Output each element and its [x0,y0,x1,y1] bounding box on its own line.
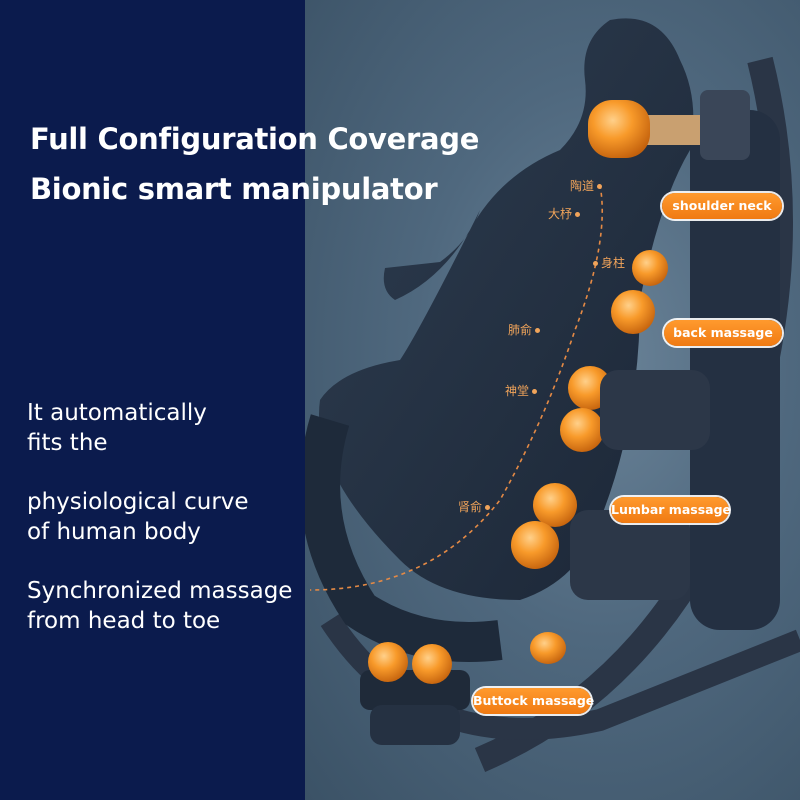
description-line: Synchronized massage [27,578,293,604]
acupoint-shenshu: 肾俞 [458,498,493,515]
acupoint-dot [535,328,541,333]
lumbar-roller-housing [570,510,690,600]
acupoint-dot [485,505,491,510]
neck-roller [588,100,650,158]
description-line: It automatically [27,400,207,426]
zone-label-back: back massage [664,320,782,346]
text-panel [0,0,305,800]
back-roller [611,290,655,334]
buttock-roller-motor [370,705,460,745]
neck-roller-housing [700,90,750,160]
description-line: from head to toe [27,608,221,634]
acupoint-taodao: 陶道 [570,177,605,194]
zone-label-buttock: Buttock massage [473,688,594,714]
description-curve: physiological curve of human body [27,487,249,547]
description-fits: It automatically fits the [27,398,207,458]
description-line: of human body [27,519,201,545]
lumbar-roller [533,483,577,527]
human-body [319,18,694,601]
zone-label-lumbar: Lumbar massage [611,497,731,523]
back-roller-housing [600,370,710,450]
description-line: physiological curve [27,489,249,515]
acupoint-dot [575,212,581,217]
acupoint-dot [593,261,598,266]
headline-line-1: Full Configuration Coverage [30,122,480,156]
acupoint-dazhu: 大杼 [548,205,583,222]
back-roller [560,408,604,452]
buttock-roller [530,632,566,664]
description-line: fits the [27,430,108,456]
buttock-roller [368,642,408,682]
zone-label-shoulder-neck: shoulder neck [662,193,782,219]
acupoint-shenzhu: 身柱 [590,254,625,271]
lumbar-roller [511,521,559,569]
back-roller [632,250,668,286]
headline-line-2: Bionic smart manipulator [30,172,438,206]
buttock-roller [412,644,452,684]
roller-track [690,110,780,630]
description-synchronized: Synchronized massage from head to toe [27,576,292,636]
acupoint-dot [532,389,538,394]
acupoint-feishu: 肺俞 [508,321,543,338]
neck-roller-spring [640,115,710,145]
acupoint-dot [597,184,603,189]
human-leg [305,414,503,662]
acupoint-shentang: 神堂 [505,382,540,399]
